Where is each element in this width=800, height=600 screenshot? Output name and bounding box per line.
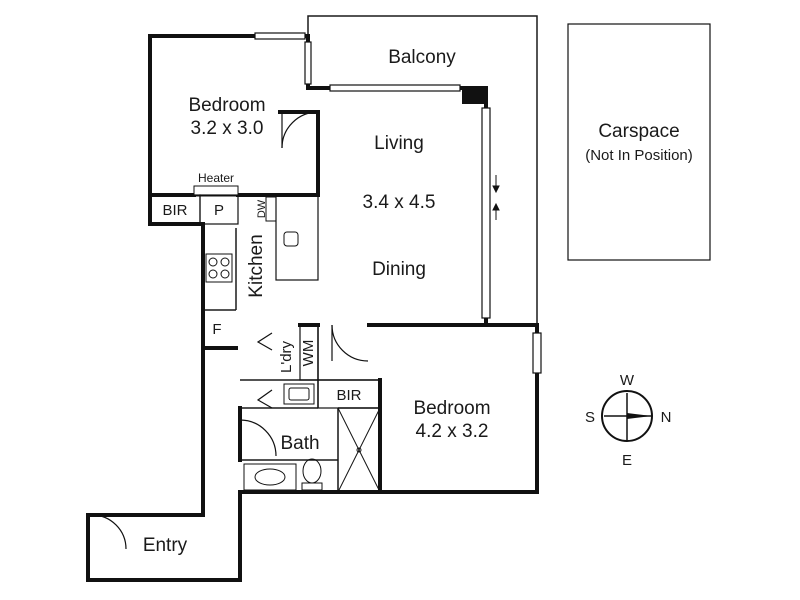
- windows: [254, 32, 542, 374]
- heater-label: Heater: [198, 171, 234, 185]
- thick-walls: [86, 34, 539, 582]
- laundry-label: L'dry: [278, 340, 295, 373]
- bedroom1-label: Bedroom: [188, 95, 265, 116]
- dining-label: Dining: [372, 259, 426, 280]
- column: [462, 88, 486, 104]
- heater-box: [193, 185, 239, 197]
- carspace-area: [567, 23, 711, 261]
- carspace-title: Carspace: [598, 121, 679, 142]
- vanity-icon: [243, 463, 297, 491]
- compass-west: W: [620, 372, 635, 389]
- laundry-box: [299, 324, 319, 381]
- compass-east: E: [622, 452, 632, 469]
- carspace-note: (Not In Position): [585, 147, 693, 164]
- shower-icon: [337, 407, 381, 493]
- wm-label: WM: [300, 340, 317, 367]
- balcony-label: Balcony: [388, 47, 456, 68]
- kitchen-label: Kitchen: [246, 234, 267, 297]
- compass-south: S: [585, 409, 595, 426]
- bath-label: Bath: [280, 433, 319, 454]
- compass-icon: [601, 390, 653, 442]
- bir1-label: BIR: [162, 202, 187, 219]
- living-label: Living: [374, 133, 424, 154]
- fridge-label: F: [212, 321, 221, 338]
- entry-label: Entry: [143, 535, 188, 556]
- bedroom2-size: 4.2 x 3.2: [416, 421, 489, 442]
- bir2-label: BIR: [336, 387, 361, 404]
- dishwasher-box: [265, 196, 277, 222]
- pantry-label: P: [214, 202, 224, 219]
- compass-north: N: [661, 409, 672, 426]
- living-size: 3.4 x 4.5: [363, 192, 436, 213]
- toilet-icon: [301, 458, 323, 491]
- sink-icon: [283, 231, 299, 247]
- bedroom2-label: Bedroom: [413, 398, 490, 419]
- laundry-tub-icon: [283, 383, 315, 405]
- dishwasher-label: DW: [256, 199, 268, 218]
- pantry-box: [199, 194, 239, 225]
- bedroom1-size: 3.2 x 3.0: [191, 118, 264, 139]
- cooktop-icon: [205, 253, 233, 283]
- laundry-tub-basin: [288, 387, 310, 401]
- doors: [91, 111, 369, 550]
- sliding-door-arrows: [492, 175, 500, 220]
- kitchen-island: [275, 193, 319, 281]
